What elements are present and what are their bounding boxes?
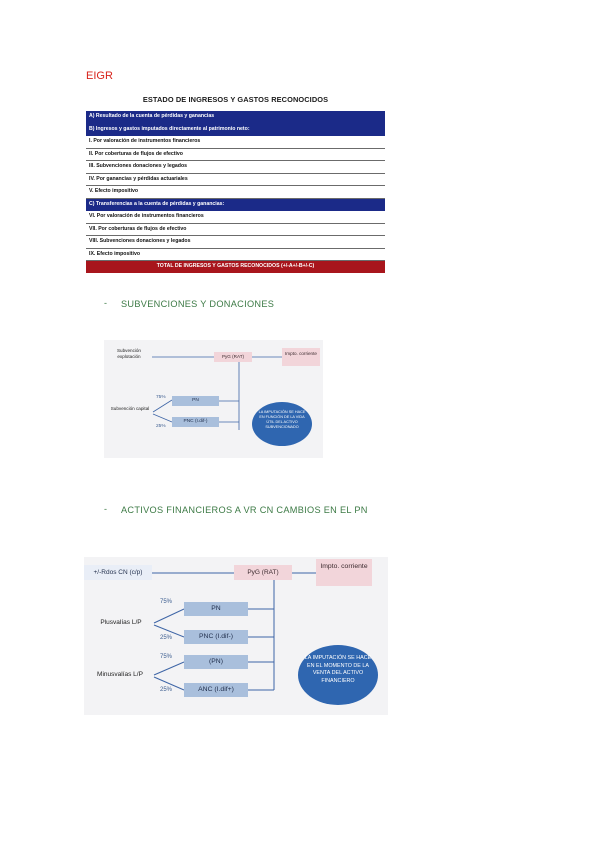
impto-box: Impto. corriente	[282, 348, 320, 366]
pn-box: PN	[172, 396, 219, 406]
bullet-dash: -	[104, 504, 107, 514]
diagram-subvenciones: Subvención explotación PyG (RAT) Impto. …	[104, 340, 323, 458]
pyg-box: PyG (RAT)	[214, 352, 252, 362]
diagram-connectors	[152, 572, 316, 691]
pct-25: 25%	[156, 424, 166, 429]
pct-25: 25%	[160, 635, 173, 641]
pct-75: 75%	[160, 599, 173, 605]
explotacion-label: Subvención explotación	[116, 348, 141, 359]
table-row: VII. Por coberturas de flujos de efectiv…	[86, 224, 385, 236]
anc-box: ANC (I.dif+)	[184, 683, 248, 697]
table-row: V. Efecto impositivo	[86, 186, 385, 199]
pct-75: 75%	[160, 654, 173, 660]
impto-box: Impto. corriente	[316, 559, 372, 586]
table-rows: A) Resultado de la cuenta de pérdidas y …	[86, 111, 385, 273]
table-row: A) Resultado de la cuenta de pérdidas y …	[86, 111, 385, 124]
table-row: I. Por valoración de instrumentos financ…	[86, 136, 385, 149]
pct-75: 75%	[156, 395, 166, 400]
section-heading-activos-financieros: ACTIVOS FINANCIEROS A VR CN CAMBIOS EN E…	[121, 505, 368, 515]
pyg-box: PyG (RAT)	[234, 565, 292, 580]
rdos-box: +/-Rdos CN (c/p)	[84, 565, 152, 580]
diagram-activos-financieros: +/-Rdos CN (c/p) PyG (RAT) Impto. corrie…	[84, 557, 388, 715]
pnc-box: PNC (I.dif-)	[172, 417, 219, 427]
imputacion-oval: LA IMPUTACIÓN SE HACE EN EL MOMENTO DE L…	[298, 645, 378, 705]
minusvalias-label: Minusvalías L/P	[97, 671, 143, 678]
eigr-table: ESTADO DE INGRESOS Y GASTOS RECONOCIDOS …	[86, 90, 385, 283]
table-row: VIII. Subvenciones donaciones y legados	[86, 236, 385, 249]
bullet-dash: -	[104, 298, 107, 308]
pn-box: PN	[184, 602, 248, 616]
section-heading-subvenciones: SUBVENCIONES Y DONACIONES	[121, 299, 275, 309]
pn-negative-box: (PN)	[184, 655, 248, 669]
plusvalias-label: Plusvalías L/P	[100, 619, 142, 626]
table-row: IX. Efecto impositivo	[86, 249, 385, 261]
capital-label: Subvención capital	[110, 406, 150, 411]
table-title: ESTADO DE INGRESOS Y GASTOS RECONOCIDOS	[142, 95, 329, 104]
pct-25: 25%	[160, 687, 173, 693]
imputacion-oval: LA IMPUTACIÓN SE HACE EN FUNCIÓN DE LA V…	[252, 402, 312, 446]
pnc-box: PNC (I.dif-)	[184, 630, 248, 644]
table-row: II. Por coberturas de flujos de efectivo	[86, 149, 385, 161]
table-row: VI. Por valoración de instrumentos finan…	[86, 211, 385, 224]
table-row: C) Transferencias a la cuenta de pérdida…	[86, 198, 385, 211]
table-row: IV. Por ganancias y pérdidas actuariales	[86, 174, 385, 186]
table-total-row: TOTAL DE INGRESOS Y GASTOS RECONOCIDOS (…	[86, 261, 385, 273]
table-row: III. Subvenciones donaciones y legados	[86, 161, 385, 174]
diagram-connectors	[152, 356, 282, 430]
eigr-heading: EIGR	[86, 70, 113, 82]
table-row: B) Ingresos y gastos imputados directame…	[86, 123, 385, 136]
